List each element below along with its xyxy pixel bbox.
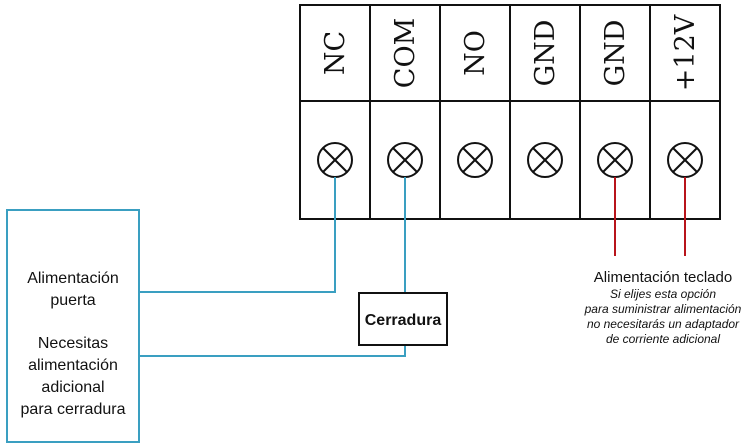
terminal-labels: NC COM NO GND GND +12V — [320, 14, 701, 91]
extra-power-line-4: para cerradura — [21, 401, 126, 418]
terminal-block — [299, 4, 721, 220]
terminal-label-nc: NC — [320, 31, 351, 75]
lock-label: Cerradura — [365, 312, 442, 329]
screw-terminal-icon — [667, 142, 703, 178]
terminal-label-12v: +12V — [670, 14, 701, 91]
red-wires — [614, 177, 686, 256]
lock-box — [358, 292, 448, 346]
terminal-label-gnd-1: GND — [530, 20, 561, 87]
wire-nc-to-power — [139, 177, 336, 293]
keypad-power-title: Alimentación teclado — [594, 269, 732, 286]
keypad-power-note-1: Si elijes esta opción — [610, 287, 716, 301]
keypad-power-annotation: Alimentación teclado Si elijes esta opci… — [584, 269, 742, 346]
extra-power-line-3: adicional — [41, 379, 104, 396]
power-box-text: Alimentación puerta Necesitas alimentaci… — [21, 270, 126, 418]
keypad-power-note-4: de corriente adicional — [606, 332, 720, 346]
power-door-line-2: puerta — [50, 292, 95, 309]
screw-terminals — [317, 142, 703, 178]
terminal-label-com: COM — [390, 18, 421, 88]
extra-power-line-1: Necesitas — [38, 335, 108, 352]
screw-terminal-icon — [457, 142, 493, 178]
screw-terminal-icon — [527, 142, 563, 178]
screw-terminal-icon — [597, 142, 633, 178]
power-supply-box — [6, 209, 140, 443]
screw-terminal-icon — [387, 142, 423, 178]
extra-power-line-2: alimentación — [28, 357, 118, 374]
terminal-label-no: NO — [460, 30, 491, 76]
keypad-power-note-2: para suministrar alimentación — [584, 302, 742, 316]
screw-terminal-icon — [317, 142, 353, 178]
power-door-line-1: Alimentación — [27, 270, 119, 287]
keypad-power-note-3: no necesitarás un adaptador — [587, 317, 740, 331]
blue-wires — [139, 177, 406, 357]
terminal-label-gnd-2: GND — [600, 20, 631, 87]
wire-lock-to-power — [139, 345, 406, 357]
